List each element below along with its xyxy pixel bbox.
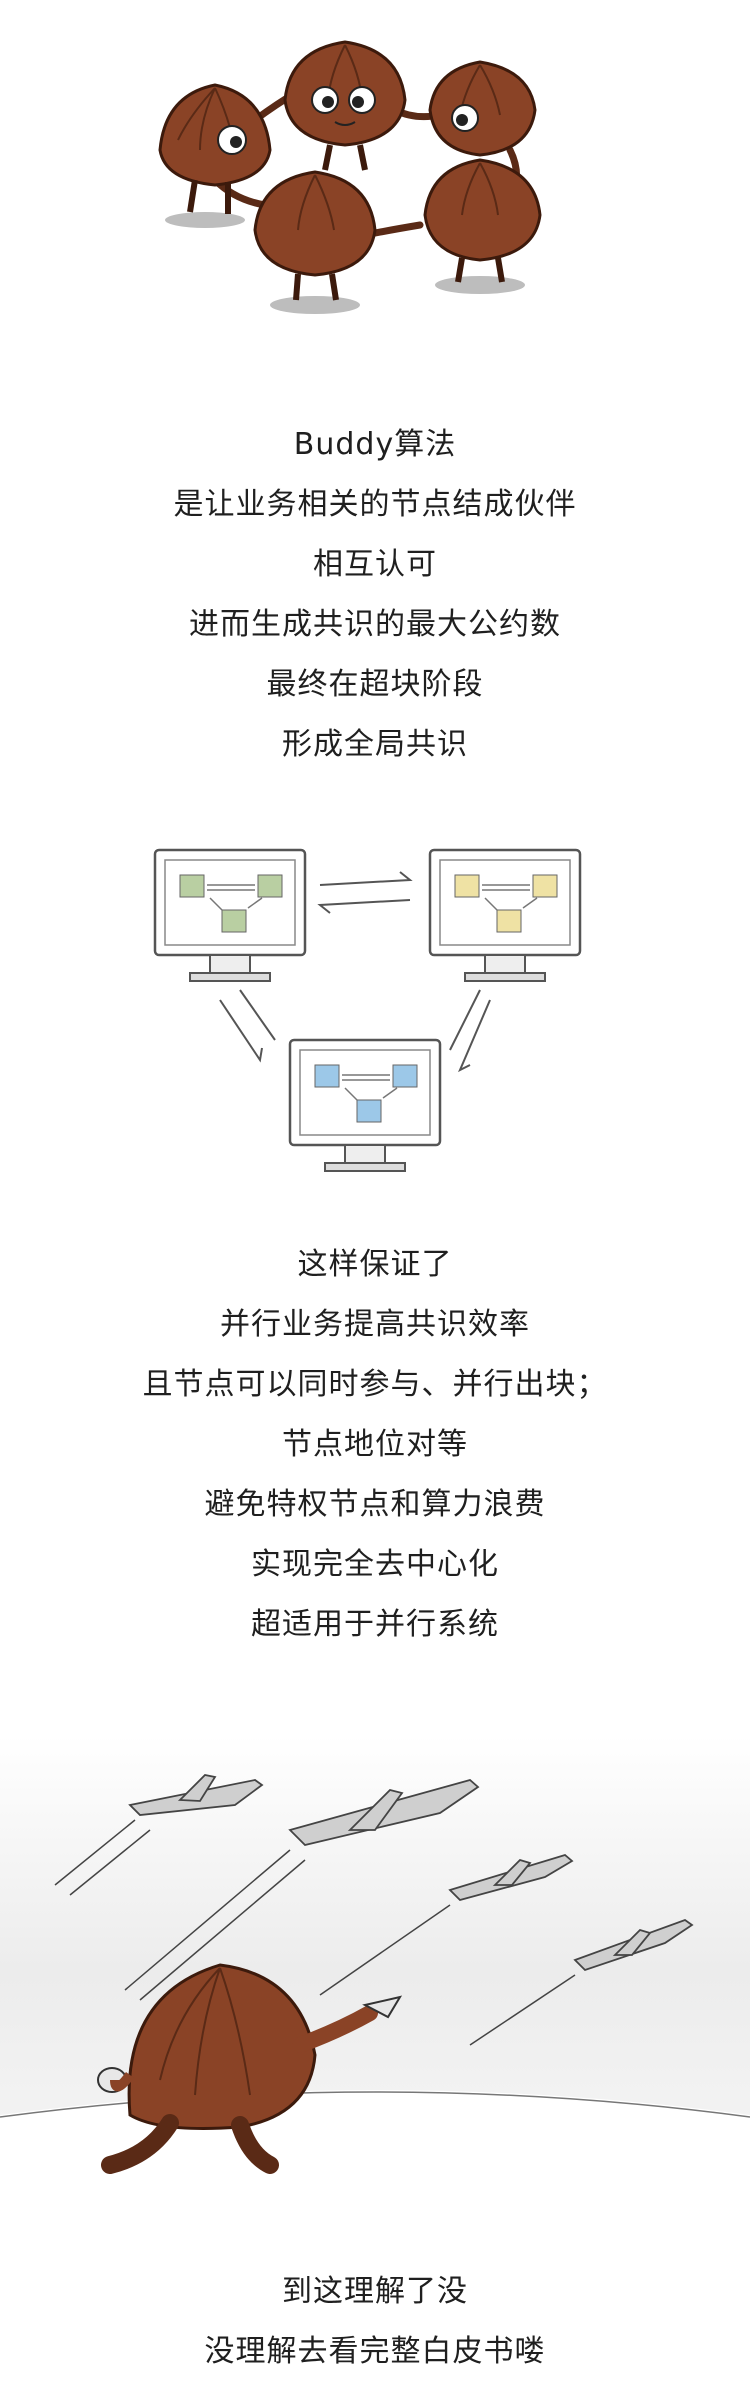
intro-line: 进而生成共识的最大公约数: [189, 607, 561, 642]
intro-text-block: Buddy算法 是让业务相关的节点结成伙伴 相互认可 进而生成共识的最大公约数 …: [0, 415, 750, 775]
jet-icon: [448, 1853, 574, 1902]
monitor-icon: [288, 1038, 442, 1172]
benefit-line: 超适用于并行系统: [251, 1607, 499, 1642]
monitor-icon: [428, 848, 582, 982]
benefits-text-block: 这样保证了 并行业务提高共识效率 且节点可以同时参与、并行出块； 节点地位对等 …: [0, 1235, 750, 1655]
exchange-arrows: [219, 871, 491, 1073]
jets-illustration: [0, 1735, 750, 2205]
intro-line: Buddy算法: [293, 427, 457, 462]
benefit-line: 并行业务提高共识效率: [220, 1307, 530, 1342]
chestnut-character: [423, 158, 542, 283]
jet-icon: [128, 1774, 264, 1816]
intro-line: 形成全局共识: [282, 727, 468, 762]
closing-text-block: 到这理解了没 没理解去看完整白皮书喽: [0, 2262, 750, 2382]
intro-line: 是让业务相关的节点结成伙伴: [173, 487, 577, 522]
chestnut-circle-illustration: [0, 0, 750, 330]
chestnut-character: [158, 83, 272, 214]
benefit-line: 节点地位对等: [282, 1427, 468, 1462]
benefit-line: 避免特权节点和算力浪费: [204, 1487, 546, 1522]
benefit-line: 且节点可以同时参与、并行出块；: [142, 1367, 608, 1402]
intro-line: 最终在超块阶段: [266, 667, 484, 702]
chestnut-character: [283, 40, 407, 171]
jet-icon: [288, 1779, 480, 1846]
speed-lines: [54, 1819, 576, 2046]
chestnut-character: [253, 170, 377, 301]
jet-icon: [573, 1918, 694, 1972]
closing-line: 到这理解了没: [282, 2274, 468, 2309]
monitor-icon: [153, 848, 307, 982]
node-network-illustration: [0, 830, 750, 1210]
benefit-line: 这样保证了: [297, 1247, 453, 1282]
chestnut-character: [428, 60, 537, 157]
chestnut-character: [97, 1963, 403, 2174]
benefit-line: 实现完全去中心化: [251, 1547, 499, 1582]
intro-line: 相互认可: [313, 547, 437, 582]
closing-line: 没理解去看完整白皮书喽: [204, 2334, 546, 2369]
